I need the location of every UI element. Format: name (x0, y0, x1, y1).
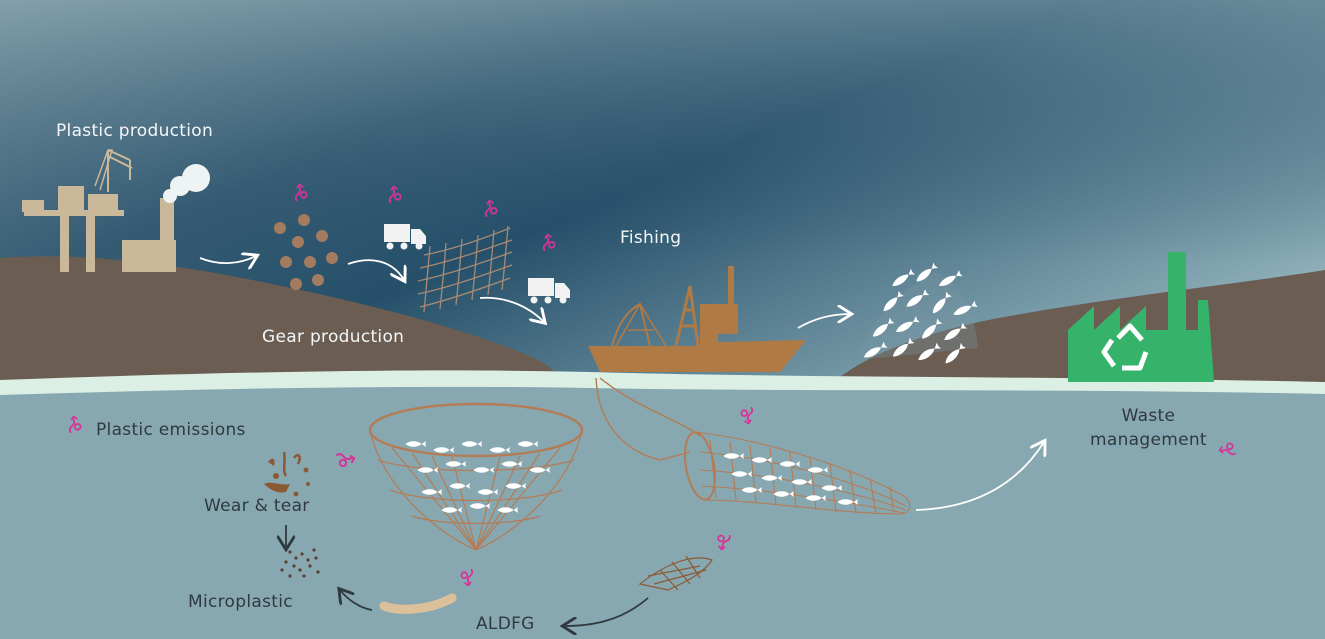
sky-haze (0, 0, 1325, 260)
label-microplastic: Microplastic (188, 592, 293, 612)
water-body (0, 378, 1325, 639)
waterline (0, 370, 1325, 395)
microplastic-particles-icon (280, 548, 320, 578)
trawl-net-icon (684, 431, 911, 515)
recycle-symbol-icon (1101, 323, 1149, 371)
flow-arrow (347, 259, 404, 280)
label-plastic-emissions: Plastic emissions (96, 420, 246, 440)
flow-arrow-to-aldfg (564, 597, 649, 626)
fishing-net-icon (417, 225, 513, 313)
label-gear-production: Gear production (262, 327, 405, 347)
rope-fragment-icon (379, 593, 457, 614)
factory-smoke-icon (122, 164, 210, 272)
label-fishing: Fishing (620, 228, 682, 248)
label-plastic-production: Plastic production (56, 121, 214, 141)
flow-arrow (479, 296, 544, 322)
trawl-line (599, 377, 701, 437)
fish-pile-icon (856, 262, 978, 366)
ghost-net-icon (638, 555, 713, 591)
oil-platform-icon (22, 149, 133, 272)
flow-arrow (199, 256, 256, 263)
flow-arrow-to-waste (915, 442, 1044, 511)
truck-icon (384, 224, 426, 250)
flow-arrow (797, 314, 850, 329)
fishing-vessel-icon (588, 266, 806, 372)
label-aldfg: ALDFG (476, 614, 535, 634)
truck-icon (528, 278, 570, 304)
wear-particles-icon (264, 451, 310, 497)
plastic-pellets-icon (274, 214, 338, 290)
aquaculture-cage-icon (368, 402, 584, 551)
label-wear-and-tear: Wear & tear (204, 496, 310, 516)
label-waste-management: Waste management (1090, 406, 1207, 450)
flow-arrow-to-microplastic (340, 590, 373, 611)
trawl-line (595, 377, 691, 461)
land-left (0, 256, 560, 385)
